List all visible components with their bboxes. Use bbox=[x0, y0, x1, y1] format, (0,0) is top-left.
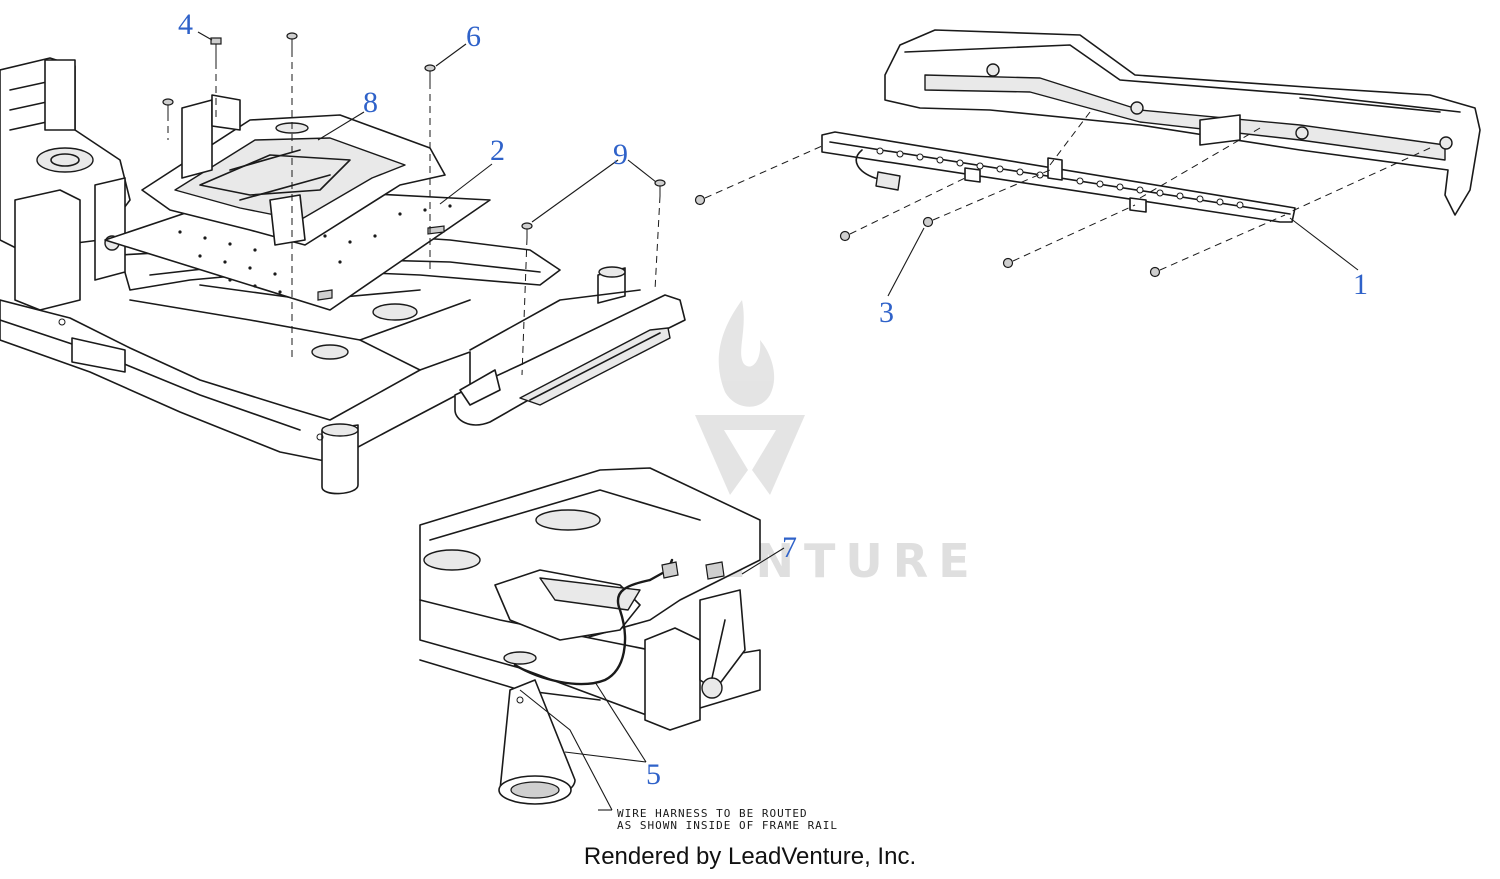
detail-view-wire-routing bbox=[419, 467, 761, 805]
screw-icon bbox=[162, 98, 174, 114]
callout-4: 4 bbox=[178, 8, 193, 41]
part-8-seat-bracket bbox=[141, 94, 446, 246]
watermark-v-icon bbox=[695, 415, 805, 495]
callout-5: 5 bbox=[646, 758, 661, 791]
callout-1: 1 bbox=[1353, 268, 1368, 301]
callout-3: 3 bbox=[879, 296, 894, 329]
note-line-1: WIRE HARNESS TO BE ROUTED bbox=[617, 807, 808, 820]
screw-icon bbox=[286, 32, 298, 50]
callout-8: 8 bbox=[363, 86, 378, 119]
screw-icon bbox=[1149, 266, 1161, 278]
screw-icon bbox=[654, 179, 666, 196]
part-1-light-bar bbox=[821, 131, 1296, 223]
screw-icon bbox=[521, 222, 533, 238]
fasteners-right bbox=[694, 111, 1431, 278]
fasteners-left bbox=[162, 32, 666, 376]
screw-icon bbox=[1002, 257, 1014, 269]
callout-9: 9 bbox=[613, 138, 628, 171]
callout-7: 7 bbox=[782, 531, 797, 564]
screw-icon bbox=[694, 194, 706, 206]
bolt-icon bbox=[210, 37, 222, 62]
rear-bumper-assembly bbox=[884, 29, 1481, 216]
callout-6: 6 bbox=[466, 20, 481, 53]
wire-harness-note: WIRE HARNESS TO BE ROUTED AS SHOWN INSID… bbox=[598, 807, 838, 832]
callout-2: 2 bbox=[490, 134, 505, 167]
led-row bbox=[876, 147, 1244, 209]
note-line-2: AS SHOWN INSIDE OF FRAME RAIL bbox=[617, 819, 838, 832]
screw-icon bbox=[839, 230, 851, 242]
screw-icon bbox=[922, 216, 934, 228]
footer-credit: Rendered by LeadVenture, Inc. bbox=[583, 843, 917, 870]
leader-lines bbox=[197, 31, 1359, 811]
foot-step-assembly bbox=[454, 266, 686, 426]
callout-labels: 4 6 8 2 9 1 3 7 5 bbox=[178, 8, 1368, 791]
watermark-flame-icon bbox=[718, 300, 775, 407]
screw-icon bbox=[424, 64, 436, 82]
